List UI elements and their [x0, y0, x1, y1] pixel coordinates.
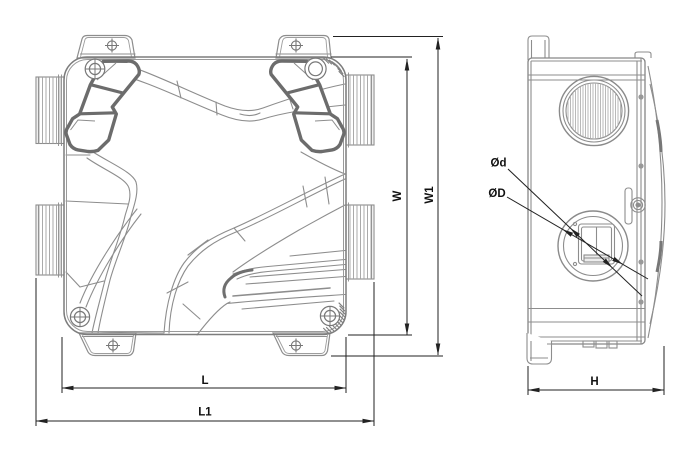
- svg-text:L1: L1: [198, 407, 212, 419]
- svg-text:ØD: ØD: [488, 188, 505, 200]
- svg-text:W: W: [392, 190, 404, 201]
- svg-text:H: H: [590, 376, 598, 388]
- svg-text:L: L: [201, 375, 208, 387]
- svg-text:W1: W1: [424, 186, 436, 204]
- svg-text:Ød: Ød: [491, 158, 507, 170]
